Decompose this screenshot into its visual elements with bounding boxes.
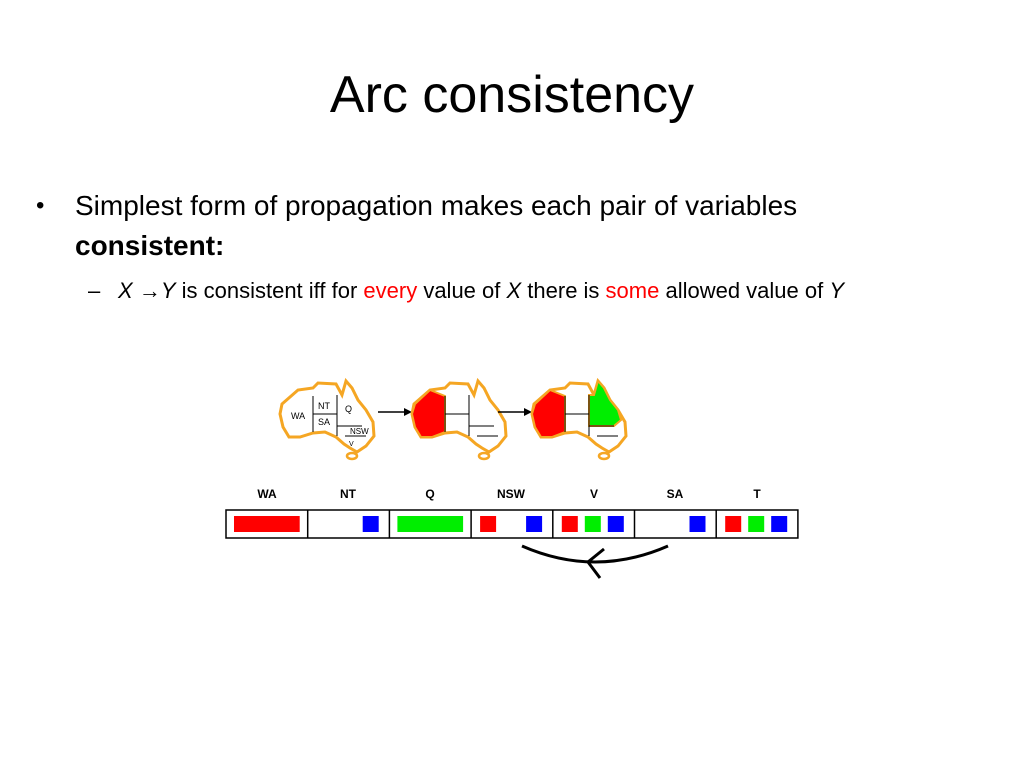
- header-nt: NT: [340, 487, 357, 501]
- header-t: T: [753, 487, 761, 501]
- map-label-v: V: [349, 441, 354, 448]
- map-2-tasmania: [477, 451, 491, 461]
- var-x: X: [118, 278, 133, 303]
- domain-value-q-green: [397, 516, 464, 532]
- map-1-borders: [312, 395, 366, 437]
- slide-title: Arc consistency: [329, 66, 695, 124]
- domain-table: [225, 509, 799, 539]
- domain-headers: WA NT Q NSW V SA T: [257, 487, 761, 501]
- domain-value-wa-red: [234, 516, 300, 532]
- map-label-wa: WA: [291, 411, 305, 421]
- map-label-q: Q: [345, 404, 352, 414]
- map-label-nsw: NSW: [350, 427, 369, 436]
- header-sa: SA: [667, 487, 684, 501]
- australia-map-3: [530, 377, 628, 461]
- map-3-wa-red: [530, 388, 566, 438]
- domain-value-t-blue: [771, 516, 788, 532]
- sub-text-3: there is: [521, 278, 606, 303]
- map-3-borders: [564, 395, 618, 437]
- sub-text-2: value of: [417, 278, 507, 303]
- var-y: Y: [160, 278, 176, 303]
- transition-arrowhead-1: [404, 408, 412, 416]
- arrow-icon: →: [138, 278, 161, 303]
- var-y-2: Y: [829, 278, 845, 303]
- map-1-tasmania: [345, 451, 359, 461]
- domain-value-sa-blue: [689, 516, 706, 532]
- domain-value-nsw-blue: [526, 516, 543, 532]
- australia-map-1: WA NT Q SA NSW V: [278, 377, 376, 461]
- var-x-2: X: [506, 278, 522, 303]
- header-wa: WA: [257, 487, 277, 501]
- arc-arrowhead-icon: [585, 547, 605, 579]
- map-3-tasmania: [597, 451, 611, 461]
- domain-value-v-green: [584, 516, 601, 532]
- domain-value-v-blue: [607, 516, 624, 532]
- sub-text-4: allowed value of: [659, 278, 830, 303]
- header-nsw: NSW: [497, 487, 526, 501]
- bullet-marker: •: [36, 192, 45, 219]
- header-q: Q: [425, 487, 434, 501]
- map-2-borders: [444, 395, 498, 437]
- word-every: every: [363, 278, 418, 303]
- domain-value-nt-blue: [362, 516, 379, 532]
- header-v: V: [590, 487, 598, 501]
- map-label-nt: NT: [318, 401, 330, 411]
- domain-value-nsw-red: [480, 516, 497, 532]
- domain-value-v-red: [561, 516, 578, 532]
- bullet-bold-text: consistent:: [75, 230, 225, 261]
- map-1-outline: [278, 377, 376, 454]
- bullet-main-text: Simplest form of propagation makes each …: [75, 190, 798, 221]
- map-2-wa-red: [410, 388, 446, 438]
- australia-map-2: [410, 377, 508, 461]
- domain-value-t-green: [748, 516, 765, 532]
- sub-bullet-text: X →Y is consistent iff for every value o…: [118, 276, 844, 306]
- arc-curve: [521, 544, 669, 564]
- word-some: some: [605, 278, 660, 303]
- transition-arrowhead-2: [524, 408, 532, 416]
- domain-value-t-red: [725, 516, 742, 532]
- domain-table-border: [225, 509, 799, 539]
- map-label-sa: SA: [318, 417, 330, 427]
- bullet-text: Simplest form of propagation makes each …: [75, 186, 955, 266]
- sub-bullet-marker: –: [88, 278, 101, 303]
- sub-text-1: is consistent iff for: [175, 278, 364, 303]
